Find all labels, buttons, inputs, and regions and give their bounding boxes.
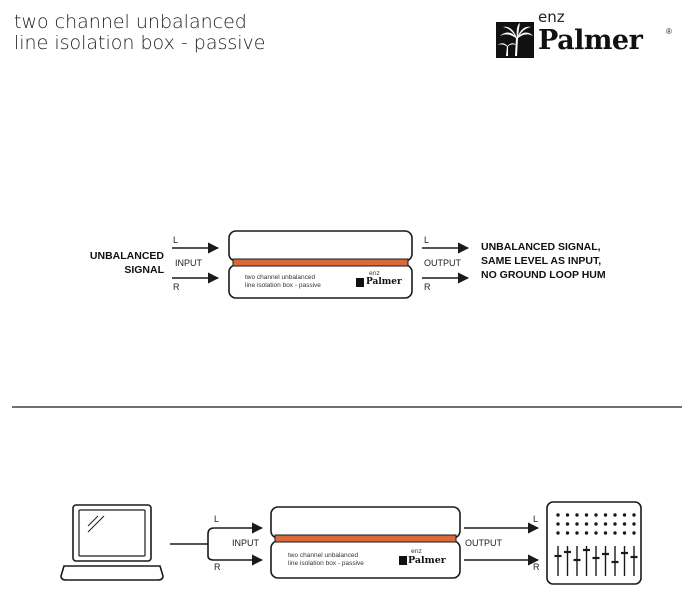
console-knob bbox=[575, 531, 579, 535]
console-knob bbox=[565, 513, 570, 517]
console-knob bbox=[632, 513, 636, 517]
console-knob bbox=[565, 522, 570, 526]
bottom-output-l: L bbox=[533, 514, 539, 524]
console-knob bbox=[584, 522, 589, 526]
console-knob bbox=[575, 522, 579, 526]
top-isolation-box bbox=[228, 230, 413, 299]
console-knob bbox=[603, 513, 608, 517]
result-line1: UNBALANCED SIGNAL, bbox=[481, 241, 601, 253]
product-title: two channel unbalanced line isolation bo… bbox=[14, 12, 265, 54]
bottom-box-brand-name: Palmer bbox=[408, 555, 446, 566]
console-knob bbox=[584, 531, 589, 535]
brand-logo: enz Palmer ® bbox=[494, 8, 684, 60]
bottom-box-text-line2: line isolation box - passive bbox=[288, 560, 364, 567]
mini-palm-icon bbox=[356, 278, 364, 287]
console-knob bbox=[556, 531, 560, 535]
bottom-box-text-line1: two channel unbalanced bbox=[288, 552, 359, 559]
mixing-console-icon bbox=[546, 501, 642, 585]
console-knob bbox=[565, 531, 570, 535]
top-output-arrows bbox=[422, 242, 470, 284]
top-box-brand-name: Palmer bbox=[366, 277, 402, 287]
brand-name: Palmer bbox=[538, 25, 643, 56]
top-input-l: L bbox=[173, 235, 179, 245]
console-knob bbox=[594, 513, 598, 517]
console-knob bbox=[613, 522, 617, 526]
console-knob bbox=[613, 531, 617, 535]
console-knob bbox=[632, 522, 636, 526]
console-knob bbox=[594, 522, 598, 526]
laptop-icon bbox=[60, 504, 164, 581]
mini-palm-icon-bottom bbox=[399, 556, 407, 565]
console-knob bbox=[632, 531, 636, 535]
brand-prefix: enz bbox=[538, 8, 565, 26]
console-knob bbox=[556, 522, 560, 526]
top-box-text-line1: two channel unbalanced bbox=[245, 274, 316, 281]
result-line2: SAME LEVEL AS INPUT, bbox=[481, 255, 602, 267]
top-output-r: R bbox=[424, 282, 431, 292]
bottom-isolation-box bbox=[270, 506, 461, 579]
bottom-output-lines bbox=[464, 522, 540, 566]
bottom-input-label: INPUT bbox=[232, 538, 259, 548]
result-line3: NO GROUND LOOP HUM bbox=[481, 269, 606, 281]
console-knob bbox=[622, 522, 627, 526]
bottom-box-brand-prefix: enz bbox=[411, 548, 422, 555]
input-source-label: UNBALANCED SIGNAL bbox=[88, 249, 164, 277]
console-knob bbox=[603, 522, 608, 526]
top-output-l: L bbox=[424, 235, 430, 245]
product-title-line1: two channel unbalanced bbox=[14, 11, 247, 33]
input-source-line2: SIGNAL bbox=[124, 264, 164, 276]
registered-mark: ® bbox=[666, 27, 672, 36]
console-knob bbox=[622, 531, 627, 535]
top-input-label: INPUT bbox=[175, 258, 202, 268]
top-box-text: two channel unbalanced line isolation bo… bbox=[245, 274, 321, 290]
console-knob bbox=[603, 531, 608, 535]
product-title-line2: line isolation box - passive bbox=[14, 32, 266, 54]
bottom-input-r: R bbox=[214, 562, 221, 572]
bottom-output-r: R bbox=[533, 562, 540, 572]
console-knob bbox=[613, 513, 617, 517]
top-input-arrows bbox=[172, 242, 220, 284]
bottom-box-text: two channel unbalanced line isolation bo… bbox=[288, 552, 364, 568]
console-knob bbox=[622, 513, 627, 517]
bottom-output-label: OUTPUT bbox=[465, 538, 502, 548]
console-knob bbox=[584, 513, 589, 517]
input-source-line1: UNBALANCED bbox=[89, 250, 164, 262]
top-box-text-line2: line isolation box - passive bbox=[245, 282, 321, 289]
top-input-r: R bbox=[173, 282, 180, 292]
result-label: UNBALANCED SIGNAL, SAME LEVEL AS INPUT, … bbox=[481, 240, 606, 282]
console-knob bbox=[556, 513, 560, 517]
console-knob bbox=[575, 513, 579, 517]
top-output-label: OUTPUT bbox=[424, 258, 461, 268]
top-box-brand-prefix: enz bbox=[369, 270, 380, 277]
bottom-input-split bbox=[207, 522, 264, 566]
bottom-input-l: L bbox=[214, 514, 220, 524]
palm-tree-icon bbox=[496, 22, 534, 58]
console-knob bbox=[594, 531, 598, 535]
